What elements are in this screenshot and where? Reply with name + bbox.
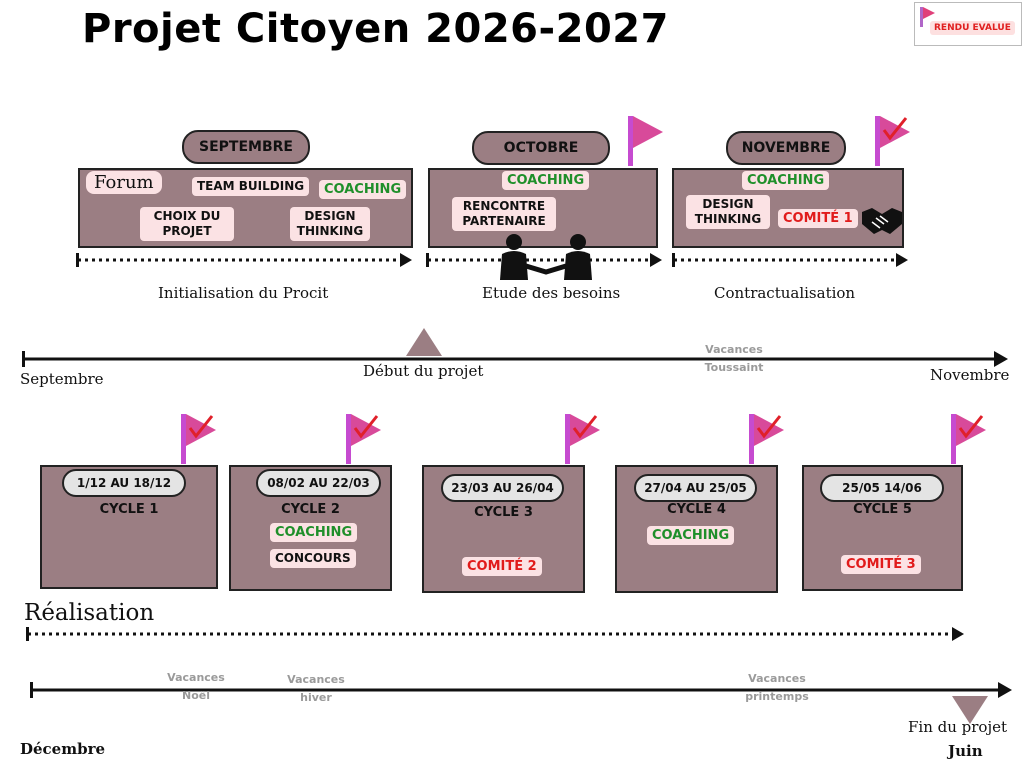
timeline-1-end: Novembre <box>930 366 1010 384</box>
comite-1-tag: COMITÉ 1 <box>778 209 858 228</box>
cycle-4-label: CYCLE 4 <box>667 502 726 517</box>
cycle-2-concours: CONCOURS <box>270 549 356 568</box>
legend: RENDU EVALUE <box>914 2 1022 46</box>
cycle-4-dates: 27/04 AU 25/05 <box>634 474 757 502</box>
timeline-2-end: Juin <box>948 742 983 760</box>
cycle-3-comite: COMITÉ 2 <box>462 557 542 576</box>
cycle-2-label: CYCLE 2 <box>281 502 340 517</box>
flag-check-icon <box>951 414 986 464</box>
design-thinking-tag-sept: DESIGN THINKING <box>290 207 370 241</box>
cycle-4-coaching: COACHING <box>647 526 735 545</box>
design-thinking-tag-nov: DESIGN THINKING <box>686 195 770 229</box>
cycle-2-coaching: COACHING <box>270 523 358 542</box>
cycle-5-comite: COMITÉ 3 <box>841 555 921 574</box>
timeline-2 <box>30 682 1012 698</box>
end-milestone-triangle <box>952 696 988 724</box>
phase-label-1: Initialisation du Procit <box>158 284 329 302</box>
cycle-5-label: CYCLE 5 <box>853 502 912 517</box>
timeline-1-start: Septembre <box>20 370 104 388</box>
page-title: Projet Citoyen 2026-2027 <box>82 6 669 52</box>
coaching-tag-sept: COACHING <box>319 180 407 199</box>
vacances-toussaint: Vacances Toussaint <box>704 343 764 374</box>
rencontre-partenaire-tag: RENCONTRE PARTENAIRE <box>452 197 556 231</box>
vacances-printemps: Vacances printemps <box>745 672 809 703</box>
realisation-arrow <box>26 627 964 641</box>
coaching-tag-nov: COACHING <box>742 171 830 190</box>
cycle-5-dates: 25/05 14/06 <box>820 474 944 502</box>
month-pill-october: OCTOBRE <box>472 131 610 165</box>
legend-label: RENDU EVALUE <box>930 21 1015 35</box>
realisation-label: Réalisation <box>24 600 155 626</box>
timeline-1-milestone: Début du projet <box>363 362 484 380</box>
vacances-noel: Vacances Noël <box>167 671 225 702</box>
cycle-1-dates: 1/12 AU 18/12 <box>62 469 186 497</box>
flag-check-icon <box>346 414 381 464</box>
cycle-3-label: CYCLE 3 <box>474 505 533 520</box>
timeline-1 <box>22 351 1008 367</box>
forum-tag: Forum <box>86 171 162 194</box>
flag-check-icon <box>875 116 910 166</box>
cycle-2-dates: 08/02 AU 22/03 <box>256 469 381 497</box>
meeting-icon <box>500 234 592 280</box>
phase-label-3: Contractualisation <box>714 284 856 302</box>
flag-check-icon <box>749 414 784 464</box>
team-building-tag: TEAM BUILDING <box>192 177 310 196</box>
phase-label-2: Etude des besoins <box>482 284 621 302</box>
legend-flag-icon <box>920 7 935 27</box>
milestone-triangle <box>406 328 442 356</box>
coaching-tag-oct: COACHING <box>502 171 590 190</box>
choix-projet-tag: CHOIX DU PROJET <box>140 207 234 241</box>
timeline-2-start: Décembre <box>20 740 106 758</box>
flag-check-icon <box>565 414 600 464</box>
month-pill-november: NOVEMBRE <box>726 131 846 165</box>
flag-icon <box>628 116 663 166</box>
phase-arrows <box>76 253 908 267</box>
timeline-2-milestone: Fin du projet <box>908 718 1008 736</box>
vacances-hiver: Vacances hiver <box>287 673 345 704</box>
month-pill-september: SEPTEMBRE <box>182 130 310 164</box>
flag-check-icon <box>181 414 216 464</box>
cycle-3-dates: 23/03 AU 26/04 <box>441 474 564 502</box>
handshake-icon <box>862 208 902 234</box>
cycle-1-label: CYCLE 1 <box>99 502 159 517</box>
